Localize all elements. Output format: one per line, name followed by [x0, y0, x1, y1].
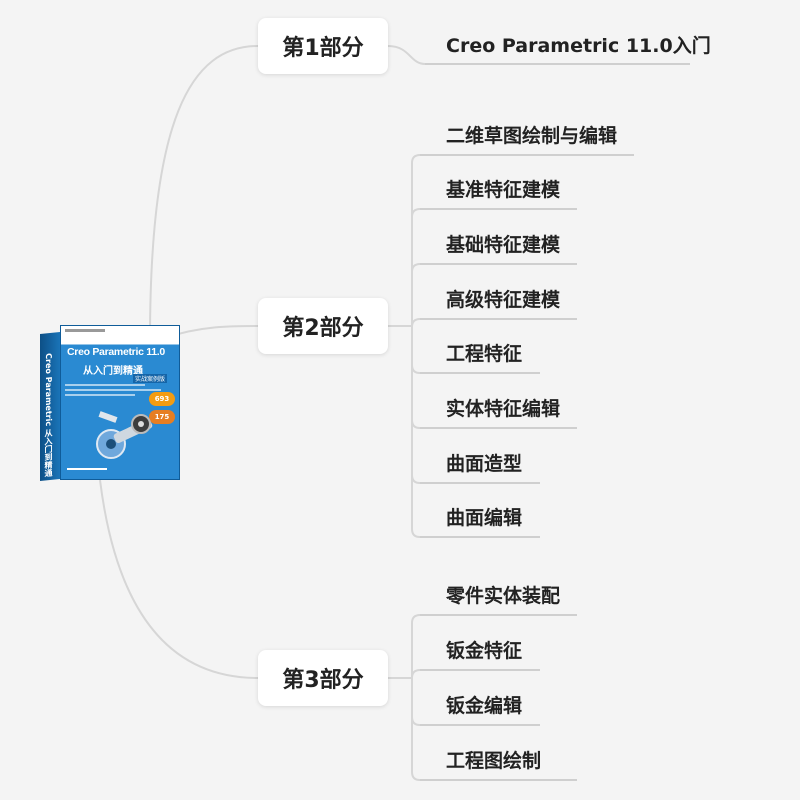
leaf-sheetmetal-features[interactable]: 钣金特征: [446, 640, 523, 662]
leaf-creo-intro[interactable]: Creo Parametric 11.0入门: [446, 35, 711, 57]
book-topbar: [61, 326, 179, 344]
book-badge-videos: 693: [149, 392, 175, 406]
branch-curve: [411, 263, 421, 273]
leaf-underline: [420, 263, 577, 265]
leaf-datum-features[interactable]: 基准特征建模: [446, 179, 561, 201]
leaf-assembly[interactable]: 零件实体装配: [446, 585, 561, 607]
leaf-underline: [420, 208, 577, 210]
leaf-advanced-features[interactable]: 高级特征建模: [446, 289, 561, 311]
leaf-basic-features[interactable]: 基础特征建模: [446, 234, 561, 256]
leaf-underline: [420, 482, 540, 484]
leaf-underline: [425, 63, 690, 65]
leaf-solid-feature-edit[interactable]: 实体特征编辑: [446, 398, 561, 420]
leaf-surface-edit[interactable]: 曲面编辑: [446, 507, 523, 529]
root-connector-part1: [149, 45, 259, 341]
leaf-sheetmetal-edit[interactable]: 钣金编辑: [446, 695, 523, 717]
branch-curve: [411, 716, 421, 726]
branch-curve: [411, 771, 421, 781]
leaf-sketch[interactable]: 二维草图绘制与编辑: [446, 125, 618, 147]
leaf-engineering-features[interactable]: 工程特征: [446, 343, 523, 365]
book-spine-title: Creo Parametric 从入门到精通: [44, 352, 53, 478]
book-badge-cases: 175: [149, 410, 175, 424]
part2-connectors: [388, 154, 421, 538]
part-3-node[interactable]: 第3部分: [258, 650, 388, 706]
leaf-surface-modeling[interactable]: 曲面造型: [446, 453, 523, 475]
leaf-underline: [420, 318, 577, 320]
book-front: Creo Parametric 11.0 从入门到精通 实战案例版 693 17…: [60, 325, 180, 480]
book-subtitle: 从入门到精通: [83, 366, 143, 377]
branch-curve: [411, 419, 421, 429]
branch-curve: [411, 318, 421, 328]
book-cover: Creo Parametric 从入门到精通 Creo Parametric 1…: [40, 325, 180, 482]
book-text-line: [65, 389, 161, 391]
book-text-line: [65, 394, 135, 396]
leaf-drawing[interactable]: 工程图绘制: [446, 750, 542, 772]
book-spine: Creo Parametric 从入门到精通: [40, 331, 60, 482]
leaf-underline: [420, 427, 577, 429]
branch-curve: [411, 208, 421, 218]
book-publisher-mark: [65, 329, 105, 332]
branch-curve: [411, 154, 421, 164]
book-title: Creo Parametric 11.0: [67, 346, 165, 358]
part-1-node[interactable]: 第1部分: [258, 18, 388, 74]
book-publisher-line: [67, 468, 107, 470]
branch-curve: [411, 364, 421, 374]
book-text-line: [65, 384, 145, 386]
part1-connector: [387, 45, 426, 65]
branch-curve: [411, 474, 421, 484]
branch-curve: [411, 528, 421, 538]
branch-curve: [411, 614, 421, 624]
leaf-underline: [420, 614, 577, 616]
leaf-underline: [420, 669, 540, 671]
branch-curve: [411, 669, 421, 679]
leaf-underline: [420, 779, 577, 781]
leaf-underline: [420, 372, 540, 374]
leaf-underline: [420, 536, 540, 538]
part-2-node[interactable]: 第2部分: [258, 298, 388, 354]
mechanical-assembly-image: [96, 411, 153, 459]
part3-connectors: [388, 614, 421, 781]
leaf-underline: [420, 154, 634, 156]
book-edition: 实战案例版: [133, 374, 168, 383]
leaf-underline: [420, 724, 540, 726]
root-connector-part3: [99, 479, 259, 679]
